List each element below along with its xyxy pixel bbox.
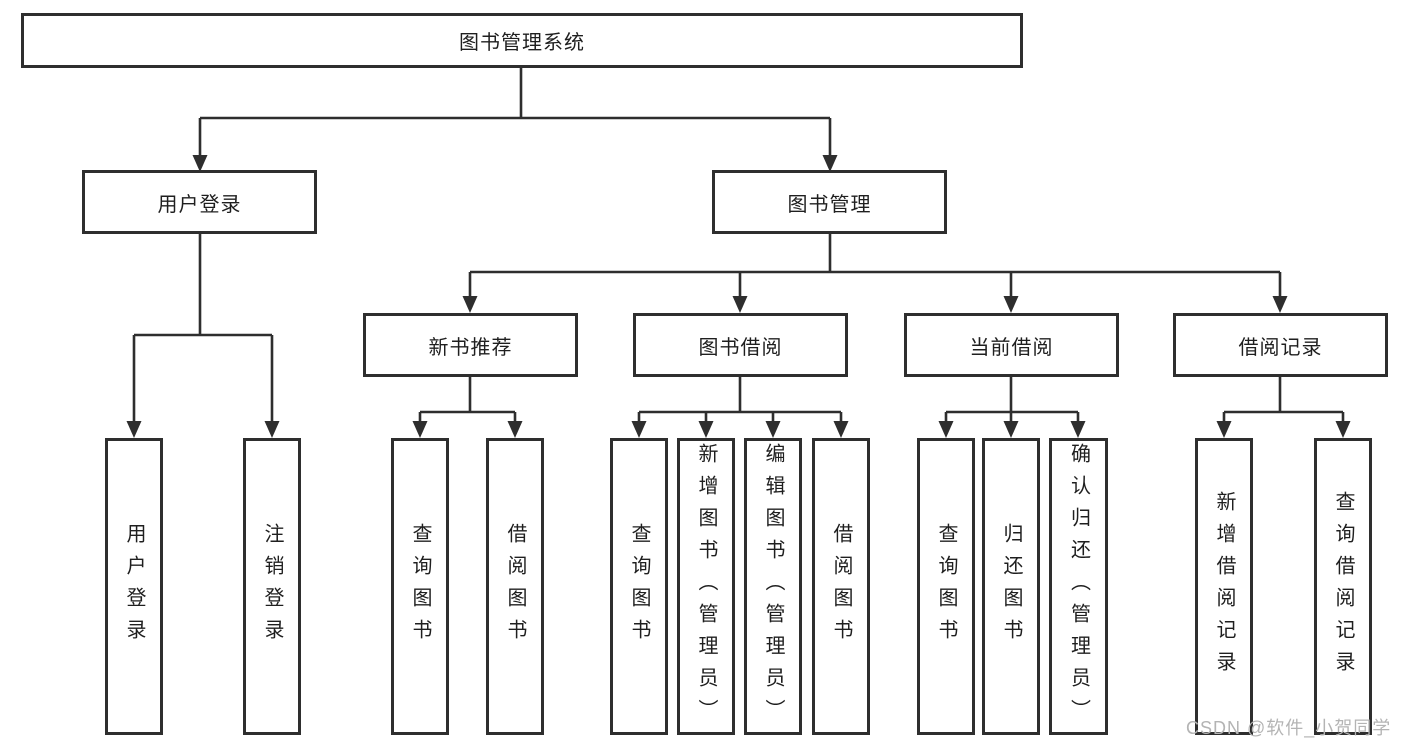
leaf-borrow-books-recommend-label: 借阅图书 xyxy=(504,522,526,651)
connector-user-login-children xyxy=(126,234,280,438)
leaf-borrow-books-recommend: 借阅图书 xyxy=(486,438,544,735)
leaf-query-books-recommend: 查询图书 xyxy=(391,438,449,735)
arrow-down-icon xyxy=(192,155,208,172)
arrow-down-icon xyxy=(765,421,781,438)
leaf-add-borrowing-record: 新增借阅记录 xyxy=(1195,438,1253,735)
leaf-add-books-admin: 新增图书（管理员） xyxy=(677,438,735,735)
leaf-add-books-admin-label: 新增图书（管理员） xyxy=(695,442,717,731)
leaf-logout: 注销登录 xyxy=(243,438,301,735)
leaf-edit-books-admin-label: 编辑图书（管理员） xyxy=(762,442,784,731)
leaf-query-books-borrowing-label: 查询图书 xyxy=(628,522,650,651)
arrow-down-icon xyxy=(462,296,478,313)
node-book-borrowing-label: 图书借阅 xyxy=(698,336,783,359)
arrow-down-icon xyxy=(507,421,523,438)
leaf-query-borrowing-record: 查询借阅记录 xyxy=(1314,438,1372,735)
node-library-management-system-label: 图书管理系统 xyxy=(459,32,585,54)
connector-book-management-children xyxy=(462,234,1288,313)
node-book-management-label: 图书管理 xyxy=(787,193,872,216)
arrow-down-icon xyxy=(822,155,838,172)
arrow-down-icon xyxy=(1216,421,1232,438)
node-book-management: 图书管理 xyxy=(712,170,947,234)
arrow-down-icon xyxy=(1272,296,1288,313)
arrow-down-icon xyxy=(264,421,280,438)
arrow-down-icon xyxy=(1070,421,1086,438)
arrow-down-icon xyxy=(833,421,849,438)
leaf-query-borrowing-record-label: 查询借阅记录 xyxy=(1332,490,1354,683)
leaf-query-books-borrowing: 查询图书 xyxy=(610,438,668,735)
node-library-management-system: 图书管理系统 xyxy=(21,13,1023,68)
node-current-borrowing-label: 当前借阅 xyxy=(969,336,1054,359)
node-book-borrowing: 图书借阅 xyxy=(633,313,848,377)
leaf-add-borrowing-record-label: 新增借阅记录 xyxy=(1213,490,1235,683)
connector-new-book-recommendation-children xyxy=(412,377,523,438)
leaf-user-login: 用户登录 xyxy=(105,438,163,735)
node-user-login: 用户登录 xyxy=(82,170,317,234)
node-user-login-label: 用户登录 xyxy=(157,193,242,216)
leaf-logout-label: 注销登录 xyxy=(261,522,283,651)
arrow-down-icon xyxy=(412,421,428,438)
leaf-confirm-return-admin-label: 确认归还（管理员） xyxy=(1067,442,1090,731)
node-new-book-recommendation: 新书推荐 xyxy=(363,313,578,377)
node-borrowing-records: 借阅记录 xyxy=(1173,313,1388,377)
node-new-book-recommendation-label: 新书推荐 xyxy=(428,336,513,359)
arrow-down-icon xyxy=(732,296,748,313)
connector-current-borrowing-children xyxy=(938,377,1086,438)
arrow-down-icon xyxy=(1003,421,1019,438)
arrow-down-icon xyxy=(1335,421,1351,438)
arrow-down-icon xyxy=(126,421,142,438)
node-current-borrowing: 当前借阅 xyxy=(904,313,1119,377)
leaf-user-login-label: 用户登录 xyxy=(123,522,145,651)
arrow-down-icon xyxy=(698,421,714,438)
watermark-text: CSDN @软件_小贺同学 xyxy=(1186,718,1392,738)
leaf-borrow-books-label: 借阅图书 xyxy=(830,522,852,651)
leaf-query-books-current: 查询图书 xyxy=(917,438,975,735)
connector-book-borrowing-children xyxy=(631,377,849,438)
arrow-down-icon xyxy=(631,421,647,438)
leaf-query-books-current-label: 查询图书 xyxy=(935,522,957,651)
leaf-return-books: 归还图书 xyxy=(982,438,1040,735)
connector-borrowing-records-children xyxy=(1216,377,1351,438)
leaf-return-books-label: 归还图书 xyxy=(1000,522,1022,651)
arrow-down-icon xyxy=(938,421,954,438)
leaf-confirm-return-admin: 确认归还（管理员） xyxy=(1049,438,1108,735)
arrow-down-icon xyxy=(1003,296,1019,313)
leaf-query-books-recommend-label: 查询图书 xyxy=(409,522,431,651)
leaf-borrow-books: 借阅图书 xyxy=(812,438,870,735)
connector-root-to-level2 xyxy=(192,68,838,172)
leaf-edit-books-admin: 编辑图书（管理员） xyxy=(744,438,802,735)
node-borrowing-records-label: 借阅记录 xyxy=(1238,336,1323,359)
